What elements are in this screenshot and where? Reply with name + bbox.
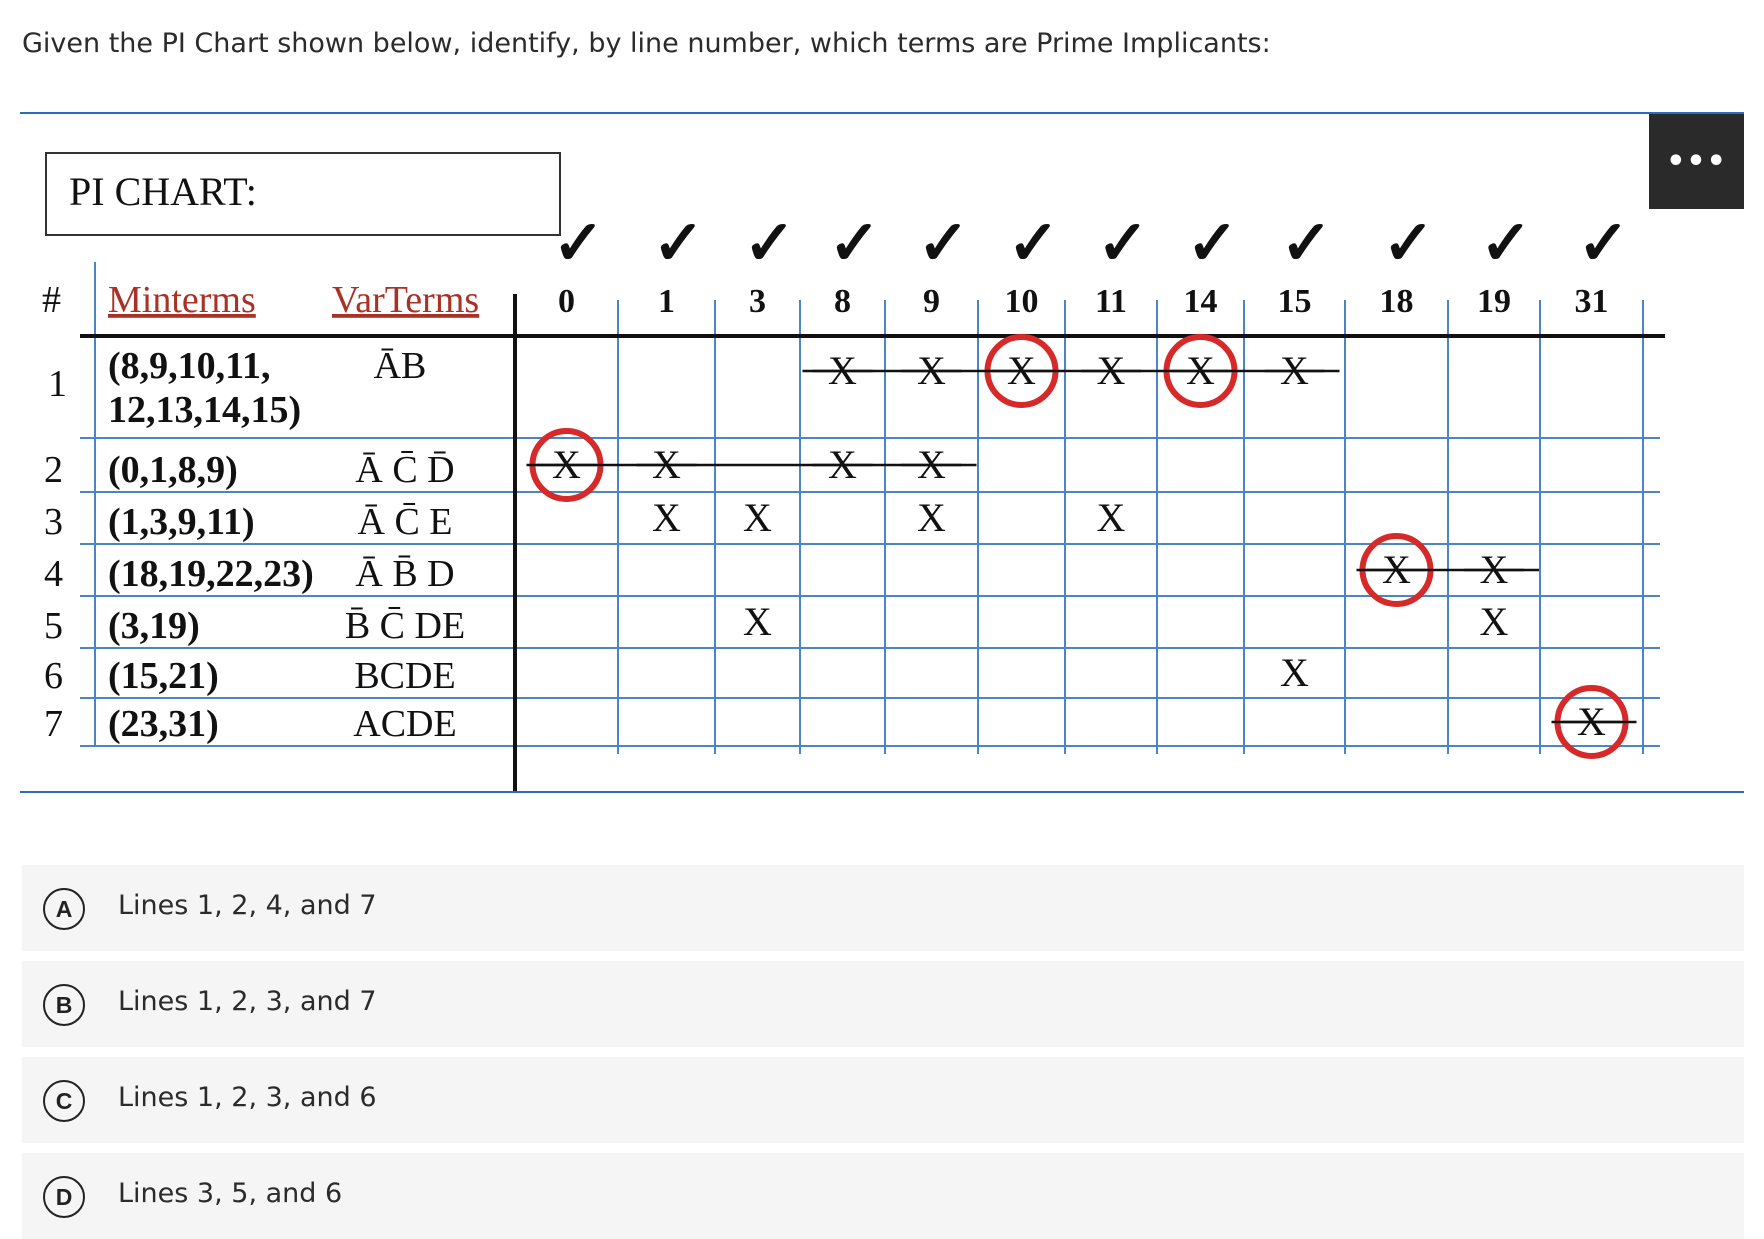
mark-x: X bbox=[1480, 599, 1509, 644]
column-header: 9 bbox=[923, 283, 940, 320]
option-b[interactable]: B Lines 1, 2, 3, and 7 bbox=[22, 961, 1744, 1047]
row-number: 7 bbox=[44, 703, 63, 745]
option-a-letter: A bbox=[43, 888, 85, 930]
option-a[interactable]: A Lines 1, 2, 4, and 7 bbox=[22, 865, 1744, 951]
row-minterms: (18,19,22,23) bbox=[108, 553, 314, 595]
mark-x: X bbox=[1280, 650, 1309, 695]
option-c-letter: C bbox=[43, 1080, 85, 1122]
row-number: 2 bbox=[44, 449, 63, 491]
checkmark: ✓ bbox=[1578, 210, 1630, 278]
row-varterm: ĀB bbox=[374, 345, 427, 387]
row-varterm: Ā B̄ D bbox=[355, 553, 454, 595]
mark-x: X bbox=[743, 495, 772, 540]
option-d[interactable]: D Lines 3, 5, and 6 bbox=[22, 1153, 1744, 1239]
checkmark: ✓ bbox=[1008, 210, 1060, 278]
option-d-text: Lines 3, 5, and 6 bbox=[118, 1178, 343, 1209]
header-hash: # bbox=[42, 279, 61, 321]
column-header: 19 bbox=[1477, 283, 1511, 320]
option-c[interactable]: C Lines 1, 2, 3, and 6 bbox=[22, 1057, 1744, 1143]
option-b-letter: B bbox=[43, 984, 85, 1026]
pi-chart-title: PI CHART: bbox=[45, 152, 561, 236]
column-header: 15 bbox=[1278, 283, 1312, 320]
header-minterms: Minterms bbox=[108, 279, 256, 321]
mark-x: X bbox=[917, 495, 946, 540]
row-minterms: (0,1,8,9) bbox=[108, 449, 238, 491]
question-text: Given the PI Chart shown below, identify… bbox=[22, 28, 1271, 59]
row-number: 3 bbox=[44, 501, 63, 543]
column-header: 14 bbox=[1184, 283, 1218, 320]
row-varterm: Ā C̄ E bbox=[358, 501, 453, 543]
mark-x: X bbox=[1097, 495, 1126, 540]
column-header: 18 bbox=[1380, 283, 1414, 320]
row-minterms: (1,3,9,11) bbox=[108, 501, 255, 543]
mark-x: X bbox=[743, 599, 772, 644]
checkmark: ✓ bbox=[553, 210, 605, 278]
option-d-letter: D bbox=[43, 1176, 85, 1218]
checkmark: ✓ bbox=[653, 210, 705, 278]
row-minterms: 12,13,14,15) bbox=[108, 389, 301, 431]
column-header: 11 bbox=[1095, 283, 1127, 320]
checkmark: ✓ bbox=[918, 210, 970, 278]
row-number: 6 bbox=[44, 655, 63, 697]
checkmark: ✓ bbox=[1187, 210, 1239, 278]
header-varterms: VarTerms bbox=[332, 279, 479, 321]
row-minterms: (15,21) bbox=[108, 655, 219, 697]
checkmark: ✓ bbox=[1383, 210, 1435, 278]
row-varterm: Ā C̄ D̄ bbox=[355, 449, 454, 491]
checkmark: ✓ bbox=[744, 210, 796, 278]
row-number: 1 bbox=[48, 363, 67, 405]
row-number: 5 bbox=[44, 605, 63, 647]
row-varterm: B̄ C̄ DE bbox=[345, 605, 465, 647]
option-b-text: Lines 1, 2, 3, and 7 bbox=[118, 986, 377, 1017]
row-number: 4 bbox=[44, 553, 63, 595]
column-header: 31 bbox=[1575, 283, 1609, 320]
pi-chart-figure: ••• PI CHART: # Minterms VarTerms 0 ✓ 1 ✓ 3 ✓ 8 ✓ 9… bbox=[20, 112, 1744, 793]
row-minterms: (23,31) bbox=[108, 703, 219, 745]
option-c-text: Lines 1, 2, 3, and 6 bbox=[118, 1082, 377, 1113]
mark-x: X bbox=[652, 495, 681, 540]
column-header: 10 bbox=[1005, 283, 1039, 320]
column-header: 1 bbox=[658, 283, 675, 320]
column-header: 3 bbox=[749, 283, 766, 320]
row-varterm: BCDE bbox=[354, 655, 455, 697]
column-header: 8 bbox=[834, 283, 851, 320]
row-minterms: (8,9,10,11, bbox=[108, 345, 271, 387]
checkmark: ✓ bbox=[1480, 210, 1532, 278]
row-varterm: ACDE bbox=[353, 703, 456, 745]
checkmark: ✓ bbox=[1097, 210, 1149, 278]
checkmark: ✓ bbox=[829, 210, 881, 278]
row-minterms: (3,19) bbox=[108, 605, 200, 647]
more-options-button[interactable]: ••• bbox=[1649, 114, 1744, 209]
option-a-text: Lines 1, 2, 4, and 7 bbox=[118, 890, 377, 921]
column-header: 0 bbox=[558, 283, 575, 320]
checkmark: ✓ bbox=[1281, 210, 1333, 278]
